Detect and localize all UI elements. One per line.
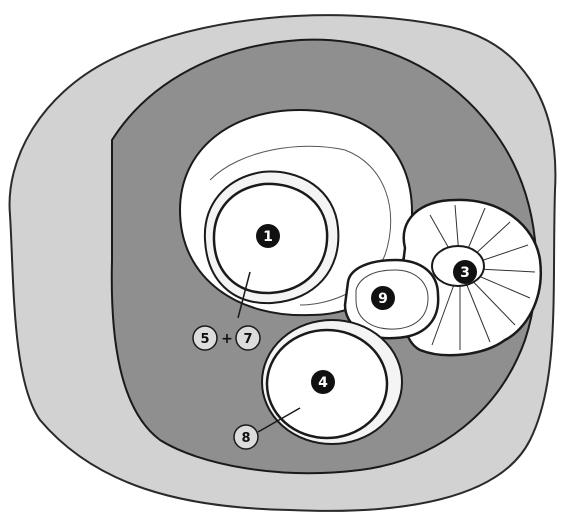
callout-5-label: 5: [200, 332, 209, 347]
callout-plus: +: [221, 331, 233, 347]
marker-9-label: 9: [378, 291, 388, 307]
marker-4-label: 4: [318, 375, 328, 391]
callout-8-label: 8: [241, 431, 250, 446]
callout-7-label: 7: [243, 332, 252, 347]
marker-1-label: 1: [263, 229, 273, 245]
marker-3-label: 3: [460, 265, 470, 281]
